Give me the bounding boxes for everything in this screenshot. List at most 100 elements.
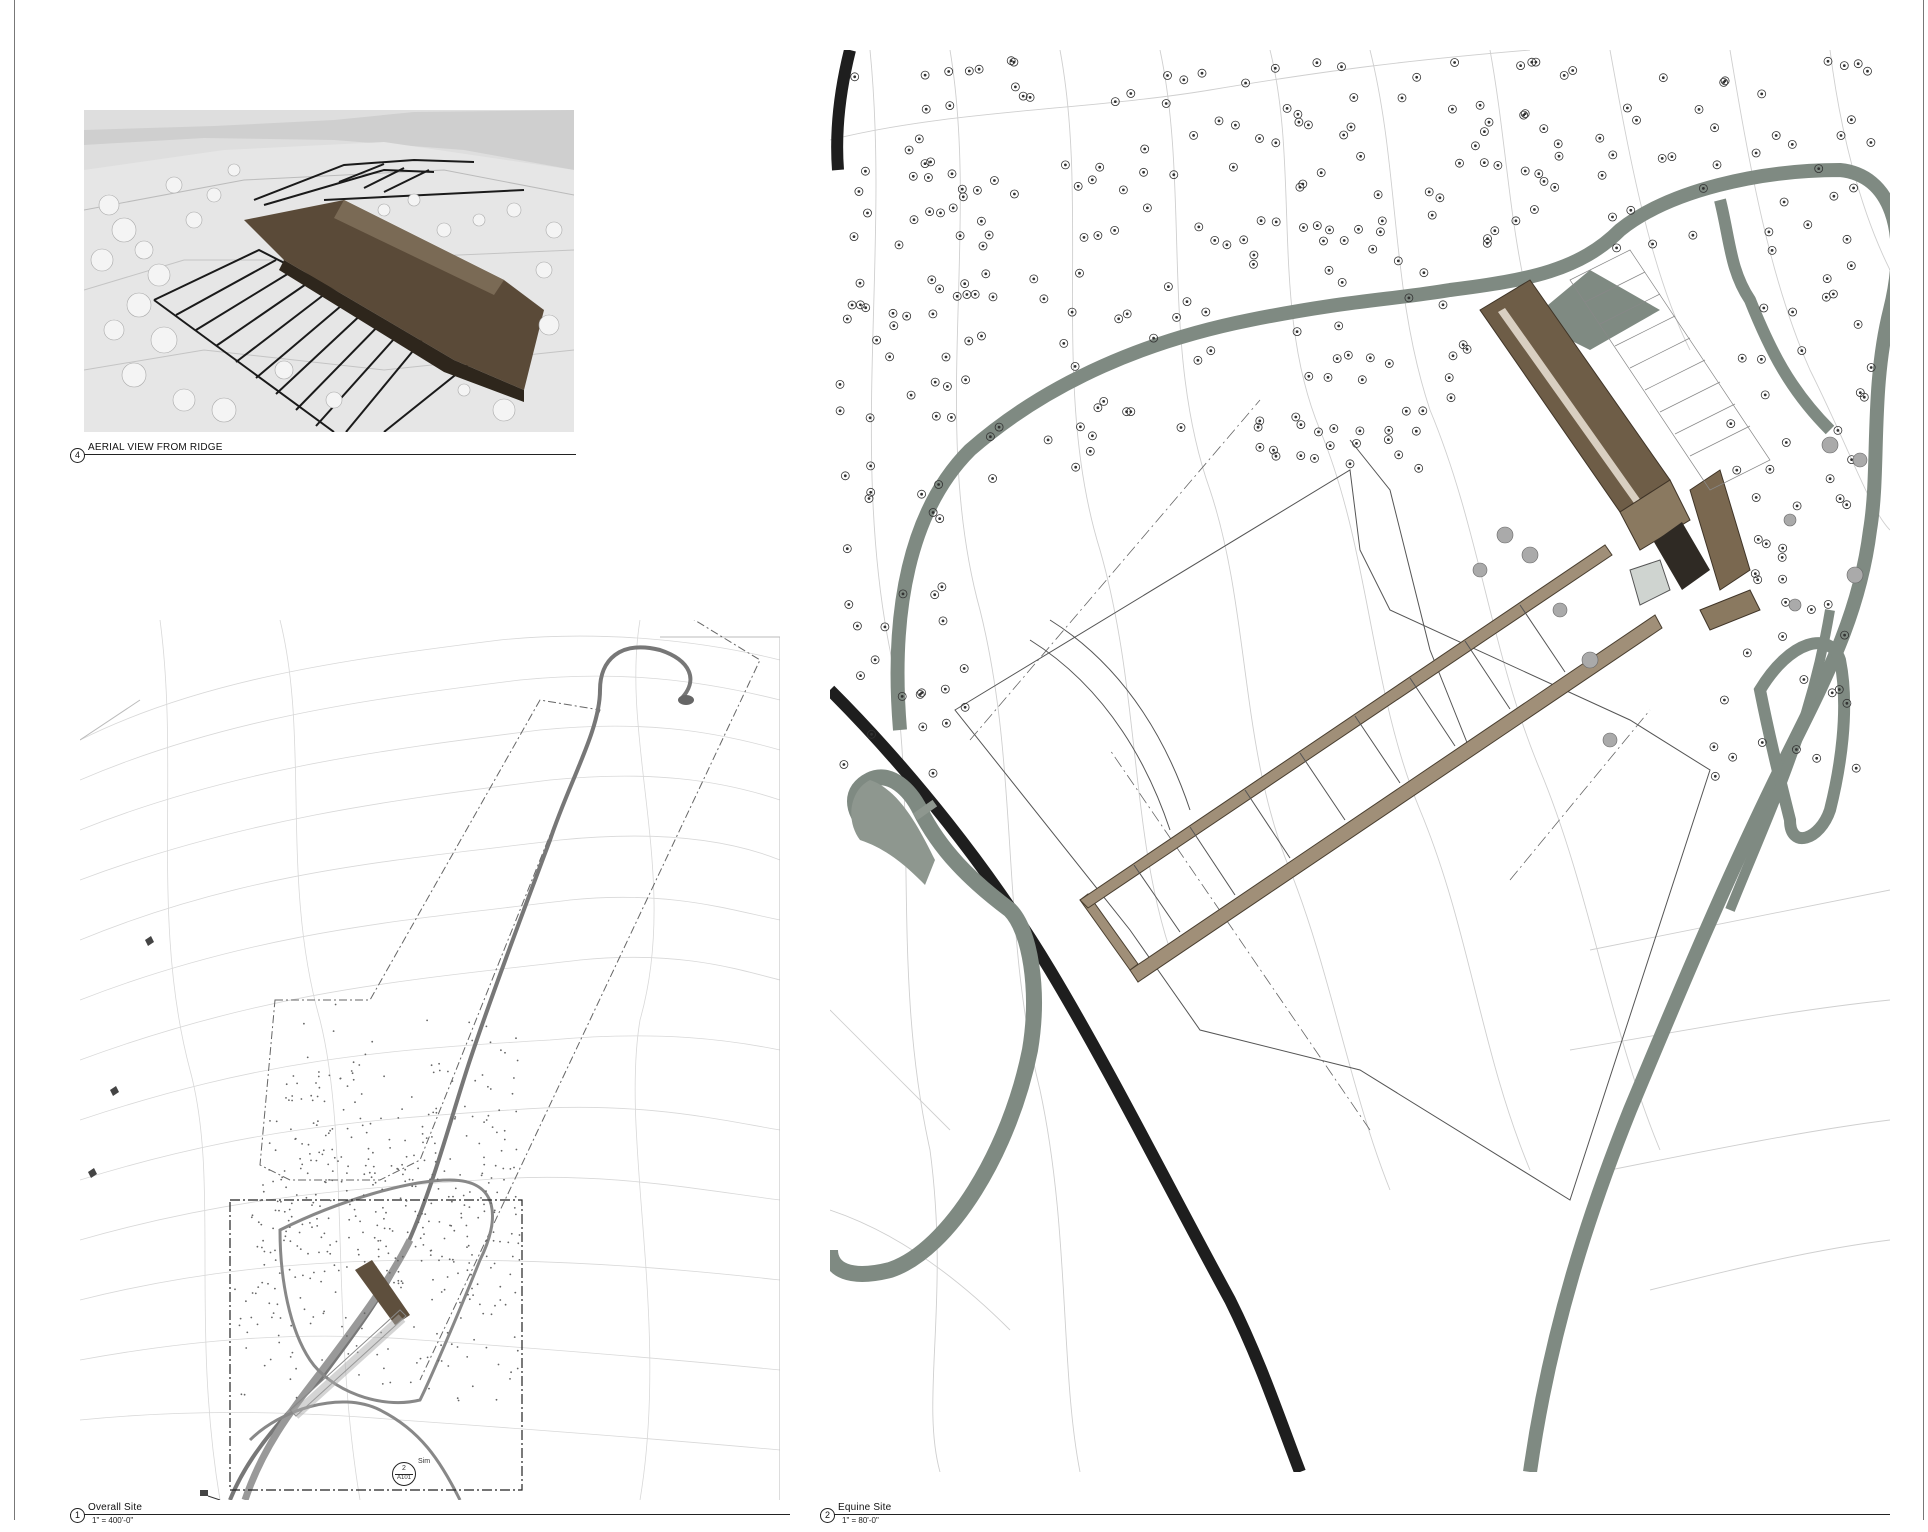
tree-dot: [416, 1362, 418, 1364]
tree-trunk: [1542, 179, 1546, 183]
tree-symbol: [1075, 422, 1085, 432]
tree-trunk: [1125, 410, 1129, 414]
tree-trunk: [924, 107, 928, 111]
tree-dot: [369, 1122, 372, 1125]
tree-dot: [317, 1120, 319, 1123]
tree-dot: [374, 1181, 377, 1184]
tree-trunk: [938, 517, 942, 521]
tree-dot: [329, 1199, 332, 1202]
tree-dot: [404, 1168, 407, 1171]
tree-dot: [493, 1209, 496, 1212]
tree-trunk: [1164, 102, 1168, 105]
tree-symbol: [1255, 416, 1265, 426]
tree-dot: [274, 1209, 277, 1212]
tree-symbol: [1825, 474, 1835, 484]
tree-trunk: [927, 176, 930, 179]
tree-symbol: [1455, 158, 1464, 168]
tree-dot: [499, 1285, 502, 1288]
tree-dot: [272, 1227, 274, 1230]
tree-symbol: [934, 480, 943, 489]
tree-dot: [323, 1180, 326, 1183]
view-title: Equine Site: [838, 1502, 892, 1513]
tree-symbol: [917, 688, 927, 698]
tree-dot: [323, 1310, 325, 1313]
tree-trunk: [1828, 477, 1832, 481]
tree-symbol: [1846, 261, 1856, 271]
tree-dot: [411, 1185, 414, 1188]
tree-dot: [495, 1398, 498, 1401]
tree-dot: [288, 1208, 291, 1211]
tree-symbol: [1228, 162, 1238, 172]
tree-symbol: [1110, 97, 1120, 106]
tree-dot: [503, 1138, 506, 1141]
tree-dot: [460, 1317, 462, 1319]
tree-symbol: [1075, 268, 1084, 278]
tree-dot: [453, 1229, 456, 1232]
tree-dot: [311, 1204, 313, 1206]
tree-dot: [422, 1226, 424, 1229]
tree-dot: [452, 1261, 455, 1263]
sheet-border: [14, 0, 1924, 1520]
tree-dot: [361, 1124, 364, 1127]
tree-dot: [483, 1210, 486, 1213]
tree-trunk: [1142, 170, 1146, 174]
tree-trunk: [845, 547, 849, 551]
title-underline: [70, 1514, 790, 1515]
tree-dot: [339, 1077, 342, 1080]
tree-dot: [281, 1176, 284, 1179]
tree-trunk: [933, 380, 937, 384]
tree-symbol: [872, 335, 881, 345]
tree-symbol: [1043, 435, 1053, 445]
tree-dot: [295, 1396, 298, 1399]
tree-trunk: [1315, 61, 1319, 65]
tree-dot: [306, 1056, 309, 1059]
tree-dot: [440, 1344, 442, 1347]
tree-dot: [300, 1098, 303, 1100]
tree-trunk: [1522, 113, 1526, 117]
tree-dot: [397, 1279, 400, 1282]
tree-symbol: [1648, 239, 1657, 249]
tree-trunk: [1430, 213, 1434, 217]
tree-symbol: [1093, 403, 1103, 413]
tree-trunk: [1598, 136, 1602, 140]
tree-dot: [298, 1231, 301, 1234]
tree-trunk: [1754, 496, 1758, 499]
tree-symbol: [1632, 115, 1641, 125]
tree-trunk: [1635, 118, 1638, 122]
tree-dot: [434, 1142, 436, 1145]
tree-trunk: [1197, 225, 1201, 229]
tree-trunk: [1722, 81, 1726, 84]
tree-trunk: [1832, 194, 1836, 198]
tree-symbol: [855, 278, 865, 288]
tree-dot: [385, 1245, 387, 1248]
title-underline: [70, 454, 576, 455]
overall-site-svg: [80, 620, 780, 1500]
tree-symbol: [1803, 220, 1813, 230]
callout-sheet-number: A101: [396, 1475, 411, 1481]
tree-trunk: [943, 687, 947, 691]
tree-symbol: [1310, 453, 1319, 463]
tree-symbol: [1539, 124, 1549, 133]
tree-dot: [496, 1191, 499, 1194]
tree-dot: [290, 1202, 293, 1205]
tree-symbol: [1009, 57, 1019, 67]
tree-dot: [296, 1245, 299, 1247]
tree-trunk: [1172, 173, 1176, 177]
tree-symbol: [1799, 675, 1809, 684]
tree-symbol: [1821, 292, 1831, 302]
tree-dot: [278, 1209, 280, 1212]
tree-symbol: [1753, 575, 1763, 585]
tree-trunk: [1756, 537, 1760, 541]
tree-symbol: [835, 406, 845, 416]
tree-trunk: [1125, 312, 1129, 316]
tree-symbol: [1339, 236, 1349, 245]
overall-site-plan: [80, 620, 780, 1500]
tree-dot: [502, 1167, 505, 1170]
tree-dot: [516, 1349, 519, 1352]
tree-dot: [251, 1292, 254, 1294]
tree-dot: [376, 1353, 379, 1356]
tree-trunk: [967, 69, 971, 73]
tree-symbol: [1122, 309, 1132, 319]
tree-trunk: [1204, 310, 1208, 314]
tree-dot: [447, 1195, 450, 1198]
